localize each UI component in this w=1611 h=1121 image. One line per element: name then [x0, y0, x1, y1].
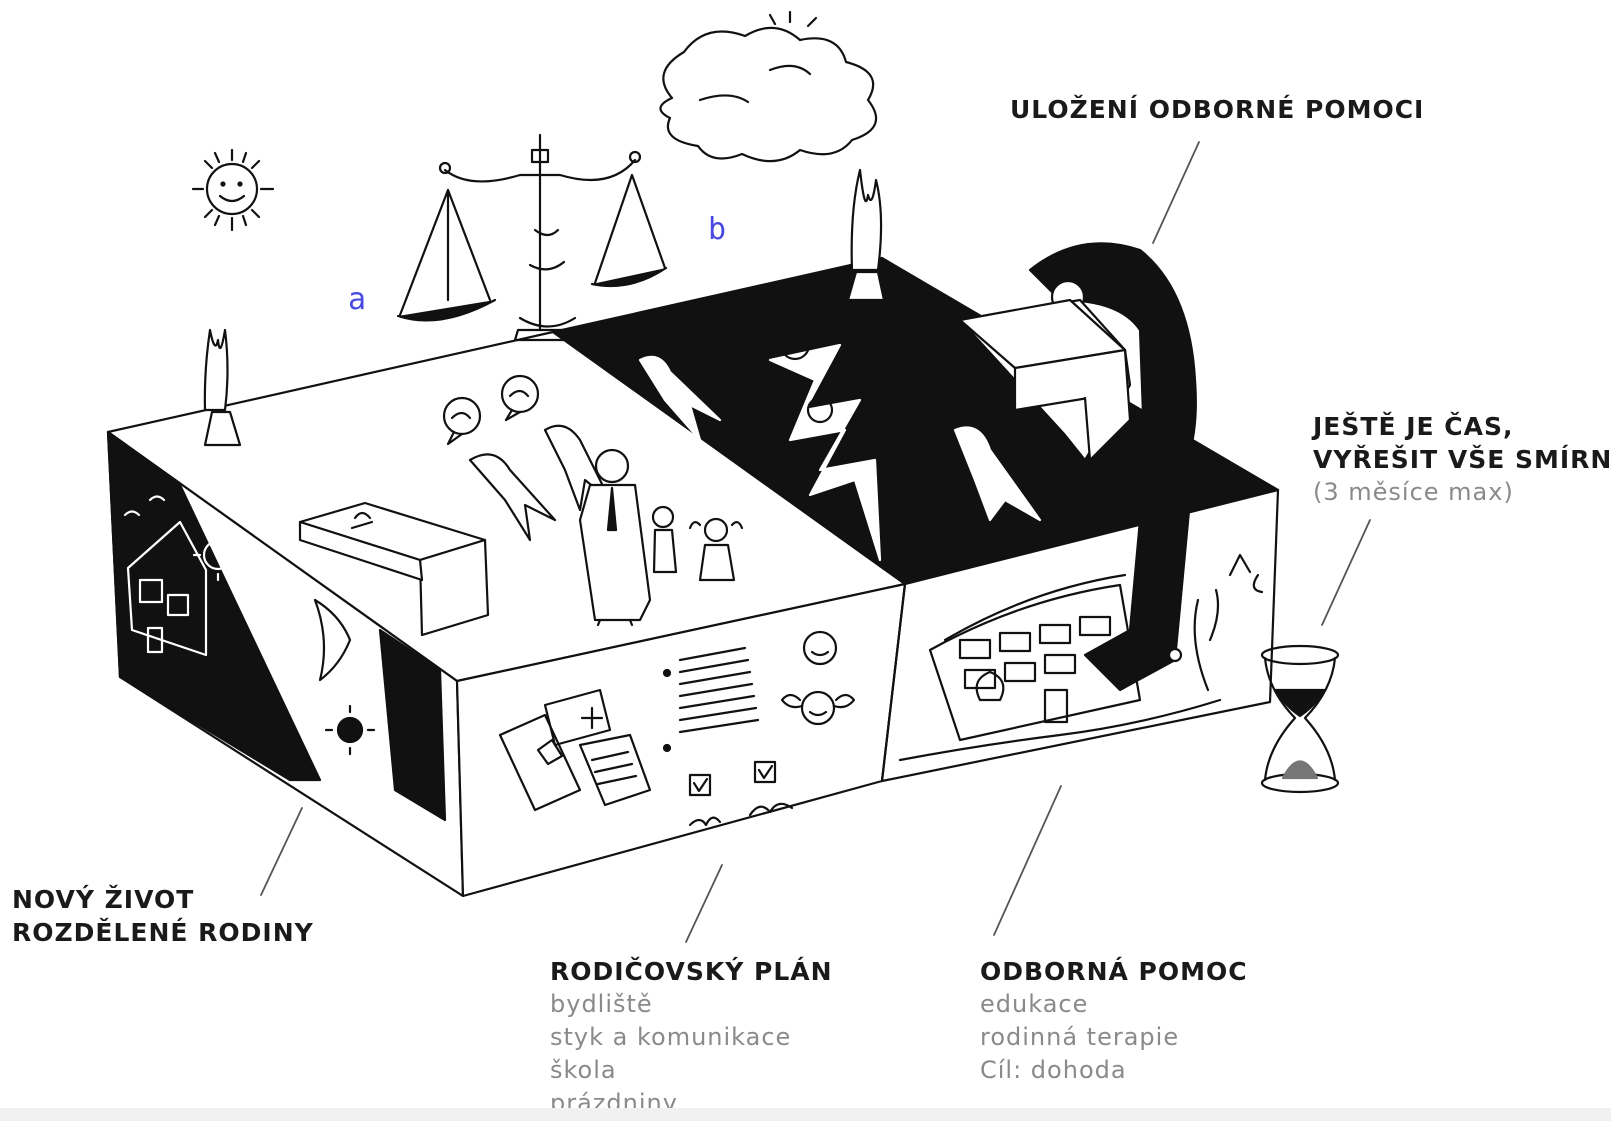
hourglass-icon: [1260, 644, 1340, 794]
counselling-building: [898, 553, 1264, 762]
plan-checklist: [662, 646, 794, 827]
label-still-time: JEŠTĚ JE ČAS, VYŘEŠIT VŠE SMÍRNĚ (3 měsí…: [1313, 410, 1611, 509]
expert-help-item: edukace: [980, 990, 1089, 1018]
label-expert-help: ODBORNÁ POMOC edukace rodinná terapie Cí…: [980, 955, 1248, 1087]
option-b-label: b: [708, 212, 727, 247]
flame-icon: [203, 168, 886, 447]
sun-icon: [191, 148, 275, 232]
parental-plan-title: RODIČOVSKÝ PLÁN: [550, 957, 833, 986]
father-with-children: [578, 448, 744, 627]
label-imposed-help: ULOŽENÍ ODBORNÉ POMOCI: [1010, 95, 1425, 124]
document-icon: [498, 688, 652, 812]
parental-plan-item: styk a komunikace: [550, 1023, 792, 1051]
still-time-line2: VYŘEŠIT VŠE SMÍRNĚ: [1313, 445, 1611, 474]
still-time-line1: JEŠTĚ JE ČAS,: [1313, 412, 1514, 441]
option-a-label: a: [348, 282, 367, 317]
house-icon: [123, 495, 244, 657]
label-new-life: NOVÝ ŽIVOT ROZDĚLENÉ RODINY: [12, 883, 314, 949]
box-left-face: [106, 430, 465, 898]
light-desk: [298, 501, 490, 637]
scales-icon: [396, 133, 668, 342]
new-life-line2: ROZDĚLENÉ RODINY: [12, 918, 314, 947]
ghost-figures-dark: [638, 355, 1042, 522]
cloud-icon: [659, 10, 878, 163]
new-life-line1: NOVÝ ŽIVOT: [12, 885, 195, 914]
expert-help-title: ODBORNÁ POMOC: [980, 957, 1248, 986]
ok-bubbles: [442, 374, 540, 446]
expert-help-item: rodinná terapie: [980, 1023, 1180, 1051]
ghost-figures-light: [468, 424, 612, 542]
bottom-strip: [0, 1108, 1611, 1121]
leader-lines: [260, 141, 1371, 943]
label-parental-plan: RODIČOVSKÝ PLÁN bydliště styk a komunika…: [550, 955, 833, 1120]
parental-plan-item: škola: [550, 1056, 617, 1084]
judge-icon: [958, 242, 1197, 482]
lightning-icon: [768, 329, 882, 562]
parental-plan-item: bydliště: [550, 990, 653, 1018]
still-time-note: (3 měsíce max): [1313, 478, 1514, 506]
children-faces: [780, 630, 856, 726]
expert-help-item: Cíl: dohoda: [980, 1056, 1127, 1084]
